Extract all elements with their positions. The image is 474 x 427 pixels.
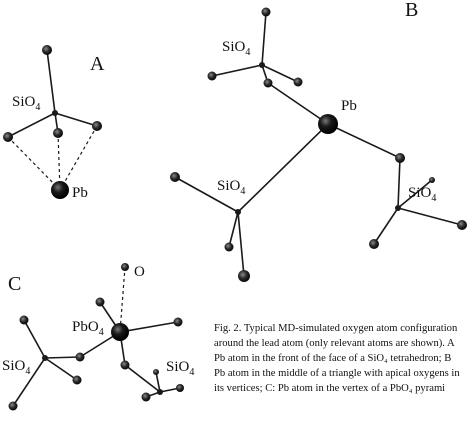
caption-line: its vertices; C: Pb atom in the vertex o… xyxy=(214,383,446,394)
oxygen-atom xyxy=(173,317,183,327)
oxygen-atom xyxy=(120,360,130,370)
oxygen-atom xyxy=(207,71,217,81)
pbo4-label: PbO4 xyxy=(72,319,104,338)
oxygen-atom xyxy=(293,77,303,87)
oxygen-atom xyxy=(75,352,85,362)
oxygen-atom xyxy=(72,375,82,385)
bond xyxy=(44,357,78,381)
lead-atom xyxy=(318,114,338,134)
caption-line: Pb atom in the middle of a triangle with… xyxy=(214,368,460,379)
silicon-atom xyxy=(395,205,401,211)
bond xyxy=(23,319,46,359)
bond xyxy=(397,207,463,226)
oxygen-atom xyxy=(153,369,159,375)
sio4-right-label: SiO4 xyxy=(408,185,436,204)
figure-caption: Fig. 2. Typical MD-simulated oxygen atom… xyxy=(214,321,472,396)
lead-atom xyxy=(51,181,69,199)
panel-c: C O PbO4 SiO4 SiO4 xyxy=(2,263,194,411)
bond xyxy=(327,123,401,159)
bond xyxy=(397,179,433,209)
oxygen-atom xyxy=(429,177,435,183)
oxygen-atom xyxy=(224,242,234,252)
caption-line: Pb atom in the front of the face of a Si… xyxy=(214,353,452,364)
pb-label: Pb xyxy=(341,98,357,114)
sio4-right-label: SiO4 xyxy=(166,359,194,378)
oxygen-atom xyxy=(238,270,250,282)
silicon-atom xyxy=(235,209,241,215)
bond xyxy=(261,64,299,83)
panel-a-letter: A xyxy=(90,53,105,75)
bond xyxy=(267,82,329,125)
caption-line: Fig. 2. Typical MD-simulated oxygen atom… xyxy=(214,323,458,334)
bond xyxy=(44,356,81,359)
oxygen-atom xyxy=(170,172,180,182)
silicon-atom xyxy=(52,110,58,116)
bond xyxy=(211,64,263,77)
panel-b: B SiO4 Pb SiO4 xyxy=(170,0,467,282)
panel-a: A SiO4 Pb xyxy=(3,45,105,201)
oxygen-atom xyxy=(42,45,52,55)
panel-b-letter: B xyxy=(405,0,418,21)
sio4-left-label: SiO4 xyxy=(2,358,30,377)
dashed-bond xyxy=(7,136,61,191)
caption-line: around the lead atom (only relevant atom… xyxy=(214,338,455,349)
oxygen-atom xyxy=(369,239,379,249)
o-label: O xyxy=(134,264,145,280)
dashed-bond xyxy=(59,125,98,191)
sio4-label: SiO4 xyxy=(12,94,40,113)
bond xyxy=(228,211,239,248)
bond xyxy=(119,321,179,333)
oxygen-atom xyxy=(176,384,184,392)
oxygen-atom xyxy=(121,263,129,271)
oxygen-atom xyxy=(92,121,102,131)
lead-atom xyxy=(111,323,129,341)
dashed-bond xyxy=(119,266,126,333)
oxygen-atom xyxy=(8,401,18,411)
oxygen-atom xyxy=(395,153,405,163)
panel-c-letter: C xyxy=(8,273,21,295)
bond xyxy=(261,11,267,66)
oxygen-atom xyxy=(53,128,63,138)
bond xyxy=(155,371,161,393)
silicon-atom xyxy=(157,389,163,395)
silicon-atom xyxy=(259,62,265,68)
bond xyxy=(46,49,56,114)
silicon-atom xyxy=(42,355,48,361)
bond xyxy=(54,112,98,127)
sio4-top-label: SiO4 xyxy=(222,39,250,58)
bond xyxy=(124,364,161,393)
bond xyxy=(237,123,329,213)
bond xyxy=(373,207,399,245)
oxygen-atom xyxy=(95,297,105,307)
bond xyxy=(7,112,56,138)
oxygen-atom xyxy=(457,220,467,230)
sio4-middle-label: SiO4 xyxy=(217,178,245,197)
oxygen-atom xyxy=(3,132,13,142)
bond xyxy=(174,176,239,213)
oxygen-atom xyxy=(19,315,29,325)
bond xyxy=(12,357,46,407)
oxygen-atom xyxy=(141,392,151,402)
bond xyxy=(397,157,401,209)
oxygen-atom xyxy=(263,78,273,88)
bond xyxy=(237,211,245,277)
pb-label: Pb xyxy=(72,185,88,201)
oxygen-atom xyxy=(261,7,271,17)
